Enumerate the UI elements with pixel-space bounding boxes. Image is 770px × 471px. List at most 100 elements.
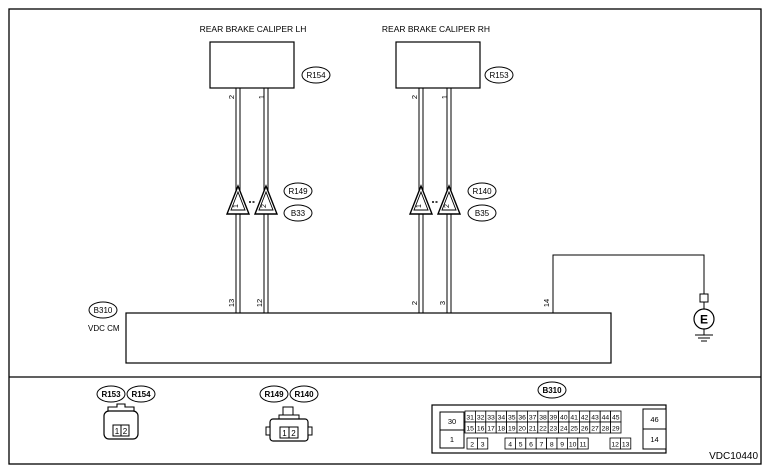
ground-label: E (700, 313, 708, 327)
b310-pin-number: 40 (560, 414, 568, 421)
connector-r153-tag: R153 (484, 66, 514, 84)
b310-pin-1: 1 (450, 435, 454, 444)
b310-pin-number: 31 (466, 414, 474, 421)
b310-pin-number: 20 (518, 425, 526, 432)
b310-pin-number: 23 (550, 425, 558, 432)
b310-pin-number: 32 (477, 414, 485, 421)
b310-pin-number: 44 (602, 414, 610, 421)
connector-b33-label: B33 (291, 209, 306, 218)
connector-r153-label: R153 (489, 71, 509, 80)
legend-b310-label: B310 (542, 386, 562, 395)
b310-pin-number: 27 (591, 425, 599, 432)
b310-pin-number: 41 (570, 414, 578, 421)
b310-pin-number: 6 (529, 441, 533, 448)
b310-pin-number: 2 (470, 441, 474, 448)
b310-pin-number: 16 (477, 425, 485, 432)
b310-pin-number: 13 (622, 441, 630, 448)
b310-pin-number: 11 (579, 441, 586, 448)
b310-pin-46: 46 (650, 415, 658, 424)
legend-r140-label: R140 (294, 390, 314, 399)
b310-pin-number: 12 (611, 441, 619, 448)
b310-pin-number: 38 (539, 414, 547, 421)
b310-pin-number: 25 (570, 425, 578, 432)
b310-pin-cell (610, 421, 622, 434)
rh-pin-2: 2 (410, 95, 419, 99)
wires (235, 88, 705, 313)
legend-r154-label: R154 (131, 390, 151, 399)
b310-pin-number: 17 (487, 425, 495, 432)
b310-pin-number: 26 (581, 425, 589, 432)
connector-r154-tag: R154 (301, 66, 331, 84)
connector-r149-label: R149 (288, 187, 308, 196)
connector-b35-tag: B35 (467, 204, 497, 222)
b310-pin-number: 29 (612, 425, 620, 432)
wire-ground (552, 254, 705, 313)
connector-b310-tag: B310 (88, 301, 118, 319)
vdc-pin-14: 14 (542, 299, 551, 307)
legend-connector-r153-r154: R153 R154 1 2 (96, 385, 156, 440)
vdc-pin-12: 12 (255, 299, 264, 307)
b310-pin-number: 39 (550, 414, 558, 421)
b310-pin-30: 30 (448, 417, 456, 426)
legend-conn2-pin-1: 1 (282, 429, 287, 438)
b310-pin-number: 43 (591, 414, 599, 421)
b310-pin-number: 28 (602, 425, 610, 432)
b310-pin-number: 36 (518, 414, 526, 421)
joint-connector-left: 1 2 (225, 184, 279, 215)
b310-pin-number: 8 (550, 441, 554, 448)
b310-pin-number: 9 (560, 441, 564, 448)
b310-pin-number: 3 (481, 441, 485, 448)
vdc-cm-box (125, 312, 612, 364)
b310-pin-number: 37 (529, 414, 537, 421)
outer-frame (8, 8, 762, 465)
b310-pin-number: 35 (508, 414, 516, 421)
connector-r154-label: R154 (306, 71, 326, 80)
vdc-pin-2: 2 (410, 301, 419, 305)
legend-r153-label: R153 (101, 390, 121, 399)
joint-connector-right: 1 2 (408, 184, 462, 215)
b310-pin-number: 24 (560, 425, 568, 432)
b310-pin-number: 21 (529, 425, 537, 432)
b310-pin-number: 18 (498, 425, 506, 432)
b310-pin-number: 22 (539, 425, 547, 432)
legend-r149-label: R149 (264, 390, 284, 399)
legend-conn1-pin-2: 2 (123, 427, 128, 436)
legend-conn2-pin-2: 2 (291, 429, 296, 438)
joint-right-pin-2: 2 (444, 204, 451, 208)
vdc-pin-3: 3 (438, 301, 447, 305)
caliper-rh-title: REAR BRAKE CALIPER RH (382, 24, 490, 34)
joint-left-pin-1: 1 (233, 204, 240, 208)
connector-r140-label: R140 (472, 187, 492, 196)
joint-left-pin-2: 2 (261, 204, 268, 208)
b310-pin-14: 14 (650, 435, 658, 444)
ground-icon: E (693, 293, 715, 342)
b310-pin-number: 10 (569, 441, 577, 448)
b310-pin-number: 19 (508, 425, 516, 432)
b310-pin-number: 5 (519, 441, 523, 448)
b310-pin-number: 4 (508, 441, 512, 448)
legend-conn1-pin-1: 1 (115, 427, 120, 436)
connector-r149-tag: R149 (283, 182, 313, 200)
rh-pin-1: 1 (440, 95, 449, 99)
caliper-rh-box (395, 41, 481, 89)
legend-connector-r149-r140: R149 R140 1 2 (259, 385, 319, 442)
vdc-cm-label: VDC CM (88, 324, 120, 333)
b310-pin-number: 45 (612, 414, 620, 421)
b310-pin-cell (620, 437, 632, 450)
lh-pin-2: 2 (227, 95, 236, 99)
vdc-pin-13: 13 (227, 299, 236, 307)
b310-pin-number: 34 (498, 414, 506, 421)
b310-pin-number: 33 (487, 414, 495, 421)
caliper-lh-box (209, 41, 295, 89)
lh-pin-1: 1 (257, 95, 266, 99)
b310-pin-number: 42 (581, 414, 589, 421)
connector-b310-label: B310 (94, 306, 113, 315)
connector-b35-label: B35 (475, 209, 490, 218)
connector-r140-tag: R140 (467, 182, 497, 200)
b310-pin-cell (476, 437, 489, 450)
b310-pin-number: 7 (540, 441, 544, 448)
